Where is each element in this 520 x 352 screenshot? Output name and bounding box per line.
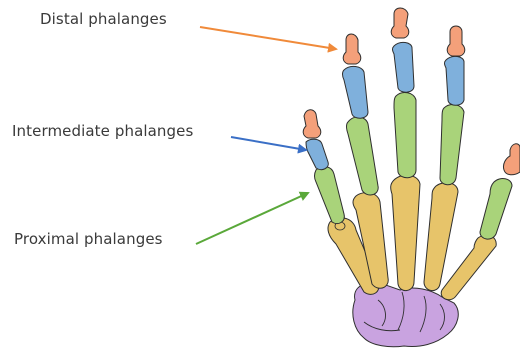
intermediate-phalanges bbox=[306, 42, 464, 169]
metacarpal-bones bbox=[328, 175, 496, 300]
proximal-arrow bbox=[196, 193, 308, 244]
distal-arrow bbox=[200, 27, 336, 49]
intermediate-arrow bbox=[231, 137, 306, 150]
